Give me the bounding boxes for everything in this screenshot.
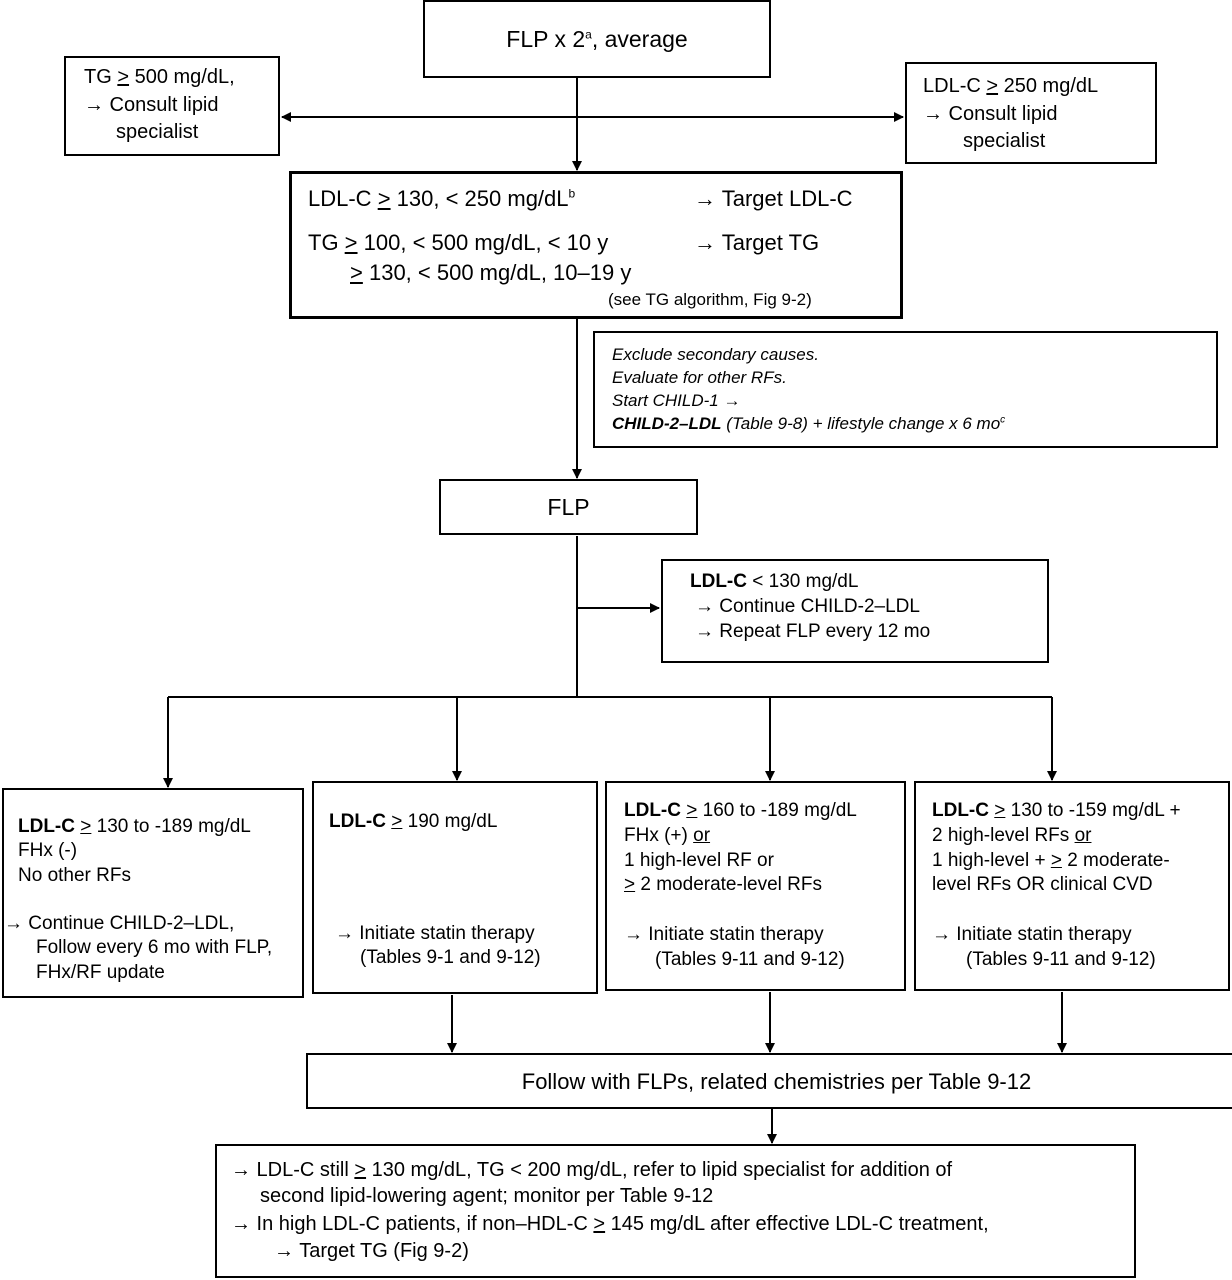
footnote-a: a (585, 27, 592, 42)
case2-threshold: 190 mg/dL (402, 811, 498, 832)
case4-clinical-cvd: level RFs OR clinical CVD (932, 874, 1153, 895)
ge-symbol: > (117, 66, 130, 88)
tg-high-consult: → Consult lipid (84, 94, 219, 116)
case4-range: 130 to -159 mg/dL + (1005, 800, 1181, 821)
center-ldl-label: LDL-C (308, 186, 378, 211)
box-case-4: LDL-C > 130 to -159 mg/dL + 2 high-level… (914, 781, 1230, 991)
ge-symbol: > (624, 874, 636, 895)
see-tg-algorithm: (see TG algorithm, Fig 9-2) (608, 290, 812, 309)
ldl-high-consult: → Consult lipid (923, 103, 1058, 125)
ge-symbol: > (344, 230, 358, 255)
case3-range: 160 to -189 mg/dL (697, 800, 857, 821)
case2-ldl-label: LDL-C (329, 811, 386, 832)
evaluate-other-rfs: Evaluate for other RFs. (612, 368, 787, 387)
center-ldl-range: 130, < 250 mg/dL (390, 186, 569, 211)
case1-range: 130 to -189 mg/dL (91, 816, 251, 837)
child-2-ldl: CHILD-2–LDL (612, 414, 722, 433)
start-child-1: Start CHILD-1 → (612, 391, 741, 410)
box-flp: FLP (439, 479, 698, 535)
box-follow-flps: Follow with FLPs, related chemistries pe… (306, 1053, 1232, 1109)
ge-symbol: > (686, 800, 698, 821)
box-flp-average: FLP x 2a, average (423, 0, 771, 78)
ge-symbol: > (986, 75, 999, 97)
case4-tables: (Tables 9-11 and 9-12) (966, 949, 1156, 970)
box-final: → LDL-C still > 130 mg/dL, TG < 200 mg/d… (215, 1144, 1136, 1278)
case3-tables: (Tables 9-11 and 9-12) (655, 949, 845, 970)
case4-or: or (1074, 825, 1092, 846)
tg-high-specialist: specialist (116, 121, 199, 143)
case4-high-level: 1 high-level + (932, 850, 1051, 871)
center-tg-label: TG (308, 230, 345, 255)
box-tg-high: TG > 500 mg/dL, → Consult lipid speciali… (64, 56, 280, 156)
tg-high-label: TG (84, 66, 118, 88)
final-target-tg: → Target TG (Fig 9-2) (274, 1240, 469, 1262)
center-tg-range-young: 100, < 500 mg/dL, < 10 y (357, 230, 609, 255)
ge-symbol: > (350, 260, 363, 285)
case3-moderate-rfs: 2 moderate-level RFs (635, 874, 823, 895)
box-ldl-high: LDL-C > 250 mg/dL → Consult lipid specia… (905, 62, 1157, 164)
target-ldl-label: → Target LDL-C (694, 186, 853, 211)
tg-high-threshold: 500 mg/dL, (129, 66, 235, 88)
case3-initiate-statin: → Initiate statin therapy (624, 924, 824, 945)
box-targets: LDL-C > 130, < 250 mg/dLb → Target LDL-C… (289, 171, 903, 319)
target-tg-label: → Target TG (694, 230, 820, 255)
footnote-b: b (568, 186, 576, 201)
ge-symbol: > (994, 800, 1006, 821)
repeat-flp: → Repeat FLP every 12 mo (695, 621, 931, 642)
flp-label: FLP (547, 494, 590, 520)
case3-or: or (693, 825, 711, 846)
final-monitor: second lipid-lowering agent; monitor per… (260, 1185, 714, 1207)
flp-average-rest: , average (591, 26, 688, 52)
footnote-c: c (1000, 414, 1006, 426)
ge-symbol: > (1050, 850, 1062, 871)
final-refer: 130 mg/dL, TG < 200 mg/dL, refer to lipi… (366, 1159, 953, 1181)
case2-initiate-statin: → Initiate statin therapy (335, 923, 535, 944)
ldl-high-label: LDL-C (923, 75, 987, 97)
exclude-secondary-causes: Exclude secondary causes. (612, 345, 819, 364)
ldl-high-specialist: specialist (963, 130, 1046, 152)
box-case-2: LDL-C > 190 mg/dL → Initiate statin ther… (312, 781, 598, 994)
case1-ldl-label: LDL-C (18, 816, 75, 837)
ge-symbol: > (80, 816, 92, 837)
box-case-1: LDL-C > 130 to -189 mg/dL FHx (-) No oth… (2, 788, 304, 998)
center-tg-range-older: 130, < 500 mg/dL, 10–19 y (362, 260, 632, 285)
ge-symbol: > (377, 186, 391, 211)
follow-label: Follow with FLPs, related chemistries pe… (521, 1069, 1032, 1094)
lifestyle-change: (Table 9-8) + lifestyle change x 6 mo (721, 414, 1001, 433)
box-ldl-low: LDL-C < 130 mg/dL → Continue CHILD-2–LDL… (661, 559, 1049, 663)
ldl-low-label: LDL-C (690, 571, 747, 592)
case3-ldl-label: LDL-C (624, 800, 681, 821)
case1-continue: → Continue CHILD-2–LDL, (4, 913, 235, 934)
final-ldl-still: → LDL-C still (231, 1159, 355, 1181)
case4-ldl-label: LDL-C (932, 800, 989, 821)
ldl-high-threshold: 250 mg/dL (998, 75, 1099, 97)
ge-symbol: > (391, 811, 403, 832)
case4-high-rfs: 2 high-level RFs (932, 825, 1075, 846)
case1-fhx: FHx (-) (18, 840, 78, 861)
continue-child-2: → Continue CHILD-2–LDL (695, 596, 920, 617)
case4-moderate: 2 moderate- (1061, 850, 1170, 871)
box-secondary-causes: Exclude secondary causes. Evaluate for o… (593, 331, 1218, 448)
ge-symbol: > (593, 1213, 606, 1235)
ge-symbol: > (354, 1159, 367, 1181)
case1-follow: Follow every 6 mo with FLP, (36, 937, 273, 958)
case1-update: FHx/RF update (36, 962, 165, 983)
final-high-ldl: → In high LDL-C patients, if non–HDL-C (231, 1213, 594, 1235)
case3-fhx: FHx (+) (624, 825, 694, 846)
case1-no-rfs: No other RFs (18, 865, 131, 886)
case2-tables: (Tables 9-1 and 9-12) (360, 947, 541, 968)
flp-average-main: FLP x 2 (506, 26, 586, 52)
ldl-low-threshold: < 130 mg/dL (746, 571, 859, 592)
case4-initiate-statin: → Initiate statin therapy (932, 924, 1132, 945)
case3-high-rf: 1 high-level RF or (624, 850, 774, 871)
final-non-hdl: 145 mg/dL after effective LDL-C treatmen… (605, 1213, 989, 1235)
box-case-3: LDL-C > 160 to -189 mg/dL FHx (+) or 1 h… (605, 781, 906, 991)
